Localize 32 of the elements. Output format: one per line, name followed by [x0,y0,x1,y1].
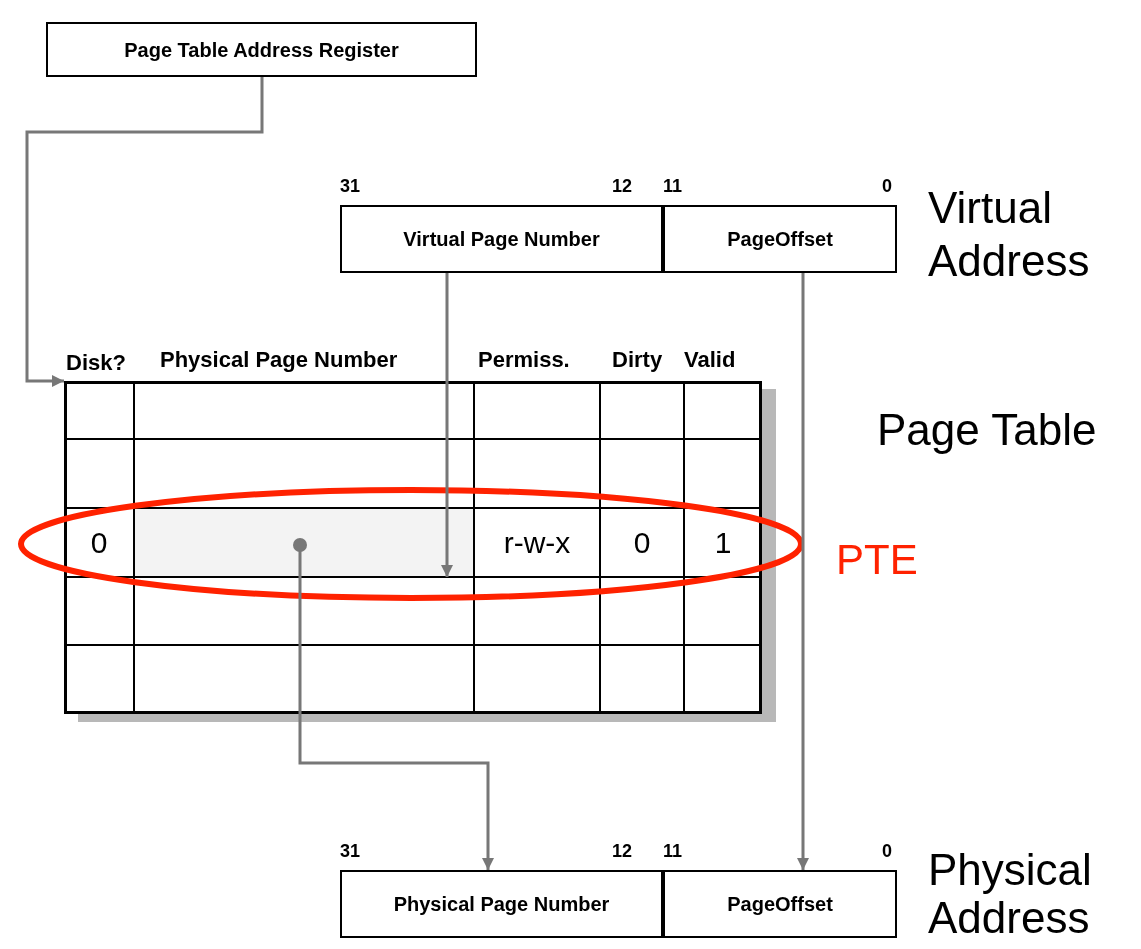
cell-value: r-w-x [503,525,571,561]
bit-number: 0 [882,840,892,863]
arrow [441,273,453,577]
bit-number: 12 [612,175,633,198]
column-header: Physical Page Number [160,346,398,374]
table-cell [133,507,475,578]
column-header: Dirty [612,346,663,374]
column-header: Valid [684,346,736,374]
caption-text: Page Table [877,404,1098,456]
field-label: PageOffset [727,227,833,252]
column-header: Disk? [66,349,126,377]
bit-number: 12 [612,840,633,863]
cell-value: 0 [633,525,651,561]
caption-text: Physical Address [928,846,1093,943]
caption-text: Virtual Address [928,182,1091,287]
cell-value: 0 [90,525,108,561]
cell-value: 1 [714,525,732,561]
field-label: Physical Page Number [393,892,610,917]
bit-number: 0 [882,175,892,198]
pte-label: PTE [836,535,918,585]
field-label: Virtual Page Number [403,227,600,252]
column-header: Permiss. [478,346,570,374]
bit-number: 11 [663,840,683,863]
bit-number: 31 [340,175,361,198]
bit-number: 11 [663,175,683,198]
arrow [797,273,809,870]
bit-number: 31 [340,840,361,863]
arrow [25,77,264,387]
field-label: Page Table Address Register [124,37,399,63]
arrow [293,538,494,870]
register-box [46,22,477,77]
field-label: PageOffset [727,892,833,917]
